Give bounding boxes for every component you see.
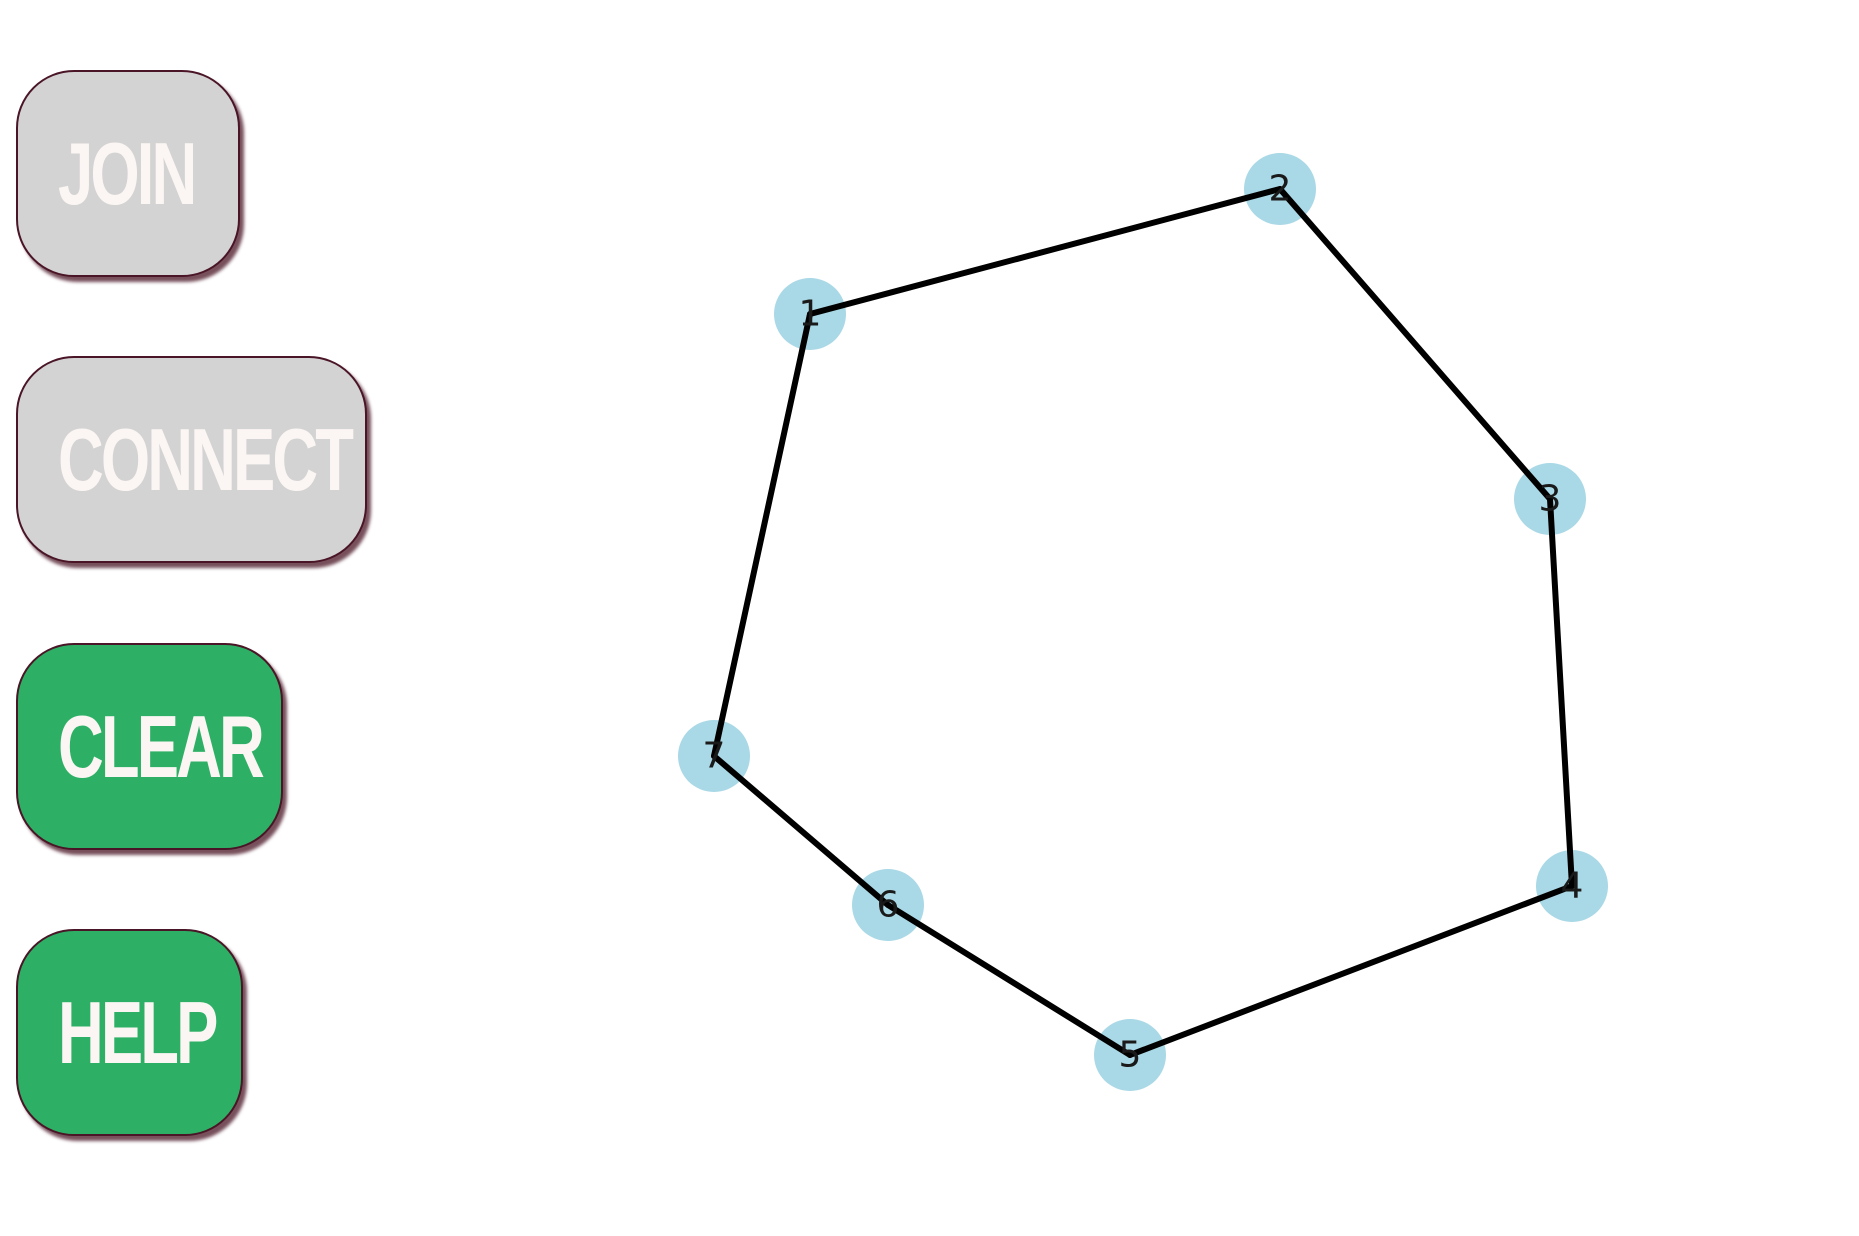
help-button[interactable]: HELP <box>16 929 243 1136</box>
connect-button[interactable]: CONNECT <box>16 356 367 563</box>
edge-2-3 <box>1277 186 1553 502</box>
connect-button-label: CONNECT <box>58 409 354 509</box>
node-label-5: 5 <box>1119 1035 1142 1076</box>
node-label-1: 1 <box>799 294 822 335</box>
edges-layer <box>711 186 1575 1058</box>
edge-1-2 <box>807 186 1283 317</box>
node-label-6: 6 <box>877 885 900 926</box>
edge-3-4 <box>1547 496 1575 889</box>
edge-6-7 <box>711 753 891 908</box>
help-button-label: HELP <box>58 982 218 1082</box>
clear-button[interactable]: CLEAR <box>16 643 283 850</box>
node-label-3: 3 <box>1539 479 1562 520</box>
node-label-7: 7 <box>703 736 726 777</box>
edge-4-5 <box>1127 883 1575 1058</box>
clear-button-label: CLEAR <box>58 696 265 796</box>
node-label-2: 2 <box>1269 169 1292 210</box>
join-button-label: JOIN <box>58 123 197 223</box>
control-panel: JOIN CONNECT CLEAR HELP <box>0 0 420 1236</box>
edge-7-1 <box>711 311 813 759</box>
edge-5-6 <box>885 902 1133 1058</box>
join-button[interactable]: JOIN <box>16 70 240 277</box>
node-label-4: 4 <box>1561 866 1584 907</box>
